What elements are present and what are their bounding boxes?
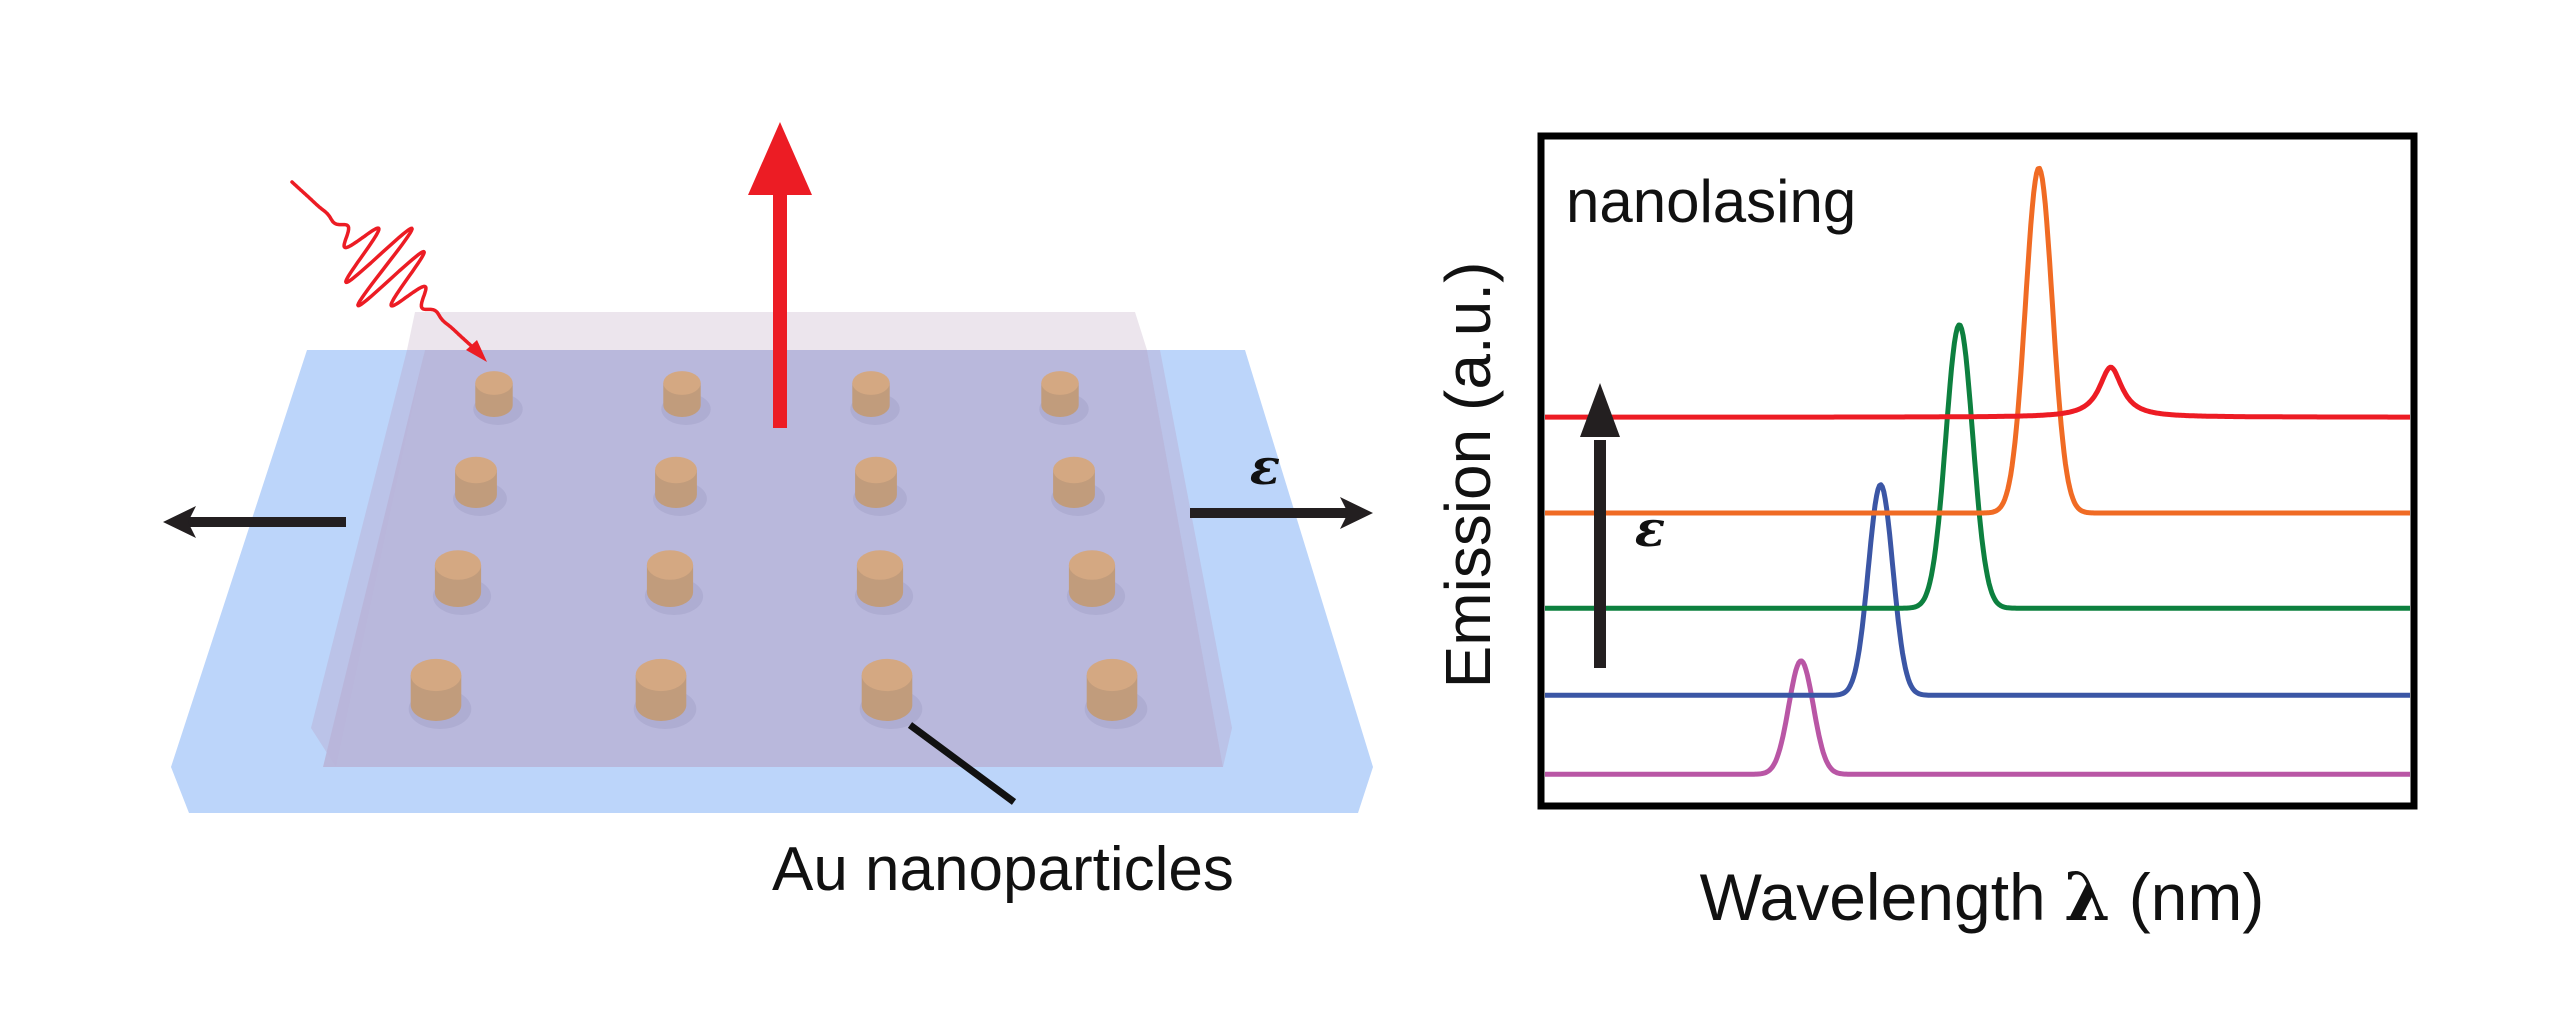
au-nanoparticle [473,371,523,425]
spectrum-line-strain-3 [1543,322,2412,611]
emission-arrow-icon [748,122,812,428]
strain-symbol-left: ε [1250,437,1280,496]
au-nanoparticle [853,456,907,516]
y-axis-label: Emission (a.u.) [1432,262,1504,689]
spectrum-line-strain-2 [1543,482,2412,698]
au-nanoparticle [859,658,923,730]
particle-top [646,550,694,580]
emission-spectra-chart: nanolasing ε Emission (a.u.) Wavelength … [1432,132,2418,936]
au-nanoparticle [661,371,711,425]
substrate-front-face [171,767,1373,813]
au-nanoparticle [408,658,472,730]
x-axis-label: Wavelength λ (nm) [1700,858,2265,936]
gain-film-layer [323,350,1223,767]
particle-top [855,456,897,484]
x-axis-label-lambda: λ [2064,858,2110,936]
particle-top [856,550,904,580]
particle-top [861,658,913,692]
strain-arrow-up-icon [1580,383,1620,668]
film-left-side [311,350,425,767]
particle-top [475,371,513,395]
strain-arrow-right-icon [1190,497,1373,529]
chart-strain-symbol: ε [1635,499,1665,558]
nanoparticle-array [408,371,1148,730]
spectrum-line-strain-5 [1543,364,2412,420]
au-nanoparticle [432,550,492,615]
spectrum-line-strain-1 [1543,658,2412,777]
au-nanoparticle [1066,550,1126,615]
label-leader-line [907,722,1017,805]
particle-top [410,658,462,692]
x-axis-label-unit: (nm) [2110,860,2264,934]
particle-top [1086,658,1138,692]
particle-top [663,371,701,395]
au-nanoparticle [854,550,914,615]
particle-top [635,658,687,692]
plot-frame [1537,132,2418,810]
au-nanoparticle [644,550,704,615]
au-nanoparticle [1039,371,1089,425]
particle-top [455,456,497,484]
au-nanoparticle [1051,456,1105,516]
pump-pulse-icon [290,180,487,362]
particle-top [1041,371,1079,395]
particle-top [1053,456,1095,484]
au-nanoparticle [453,456,507,516]
particle-top [434,550,482,580]
series-layer [1543,165,2412,777]
film-right-side [1147,350,1232,767]
au-nanoparticle [1084,658,1148,730]
particle-top [852,371,890,395]
au-nanoparticle [850,371,900,425]
particle-top [655,456,697,484]
au-nanoparticle [633,658,697,730]
x-axis-label-text: Wavelength [1700,860,2064,934]
device-schematic: ε Au nanoparticles [163,122,1373,904]
au-nanoparticle [653,456,707,516]
chart-annotation-nanolasing: nanolasing [1566,168,1856,235]
particle-top [1068,550,1116,580]
spectrum-line-strain-4 [1543,165,2412,516]
strain-arrow-left-icon [163,506,346,538]
nanoparticles-label: Au nanoparticles [772,835,1234,904]
